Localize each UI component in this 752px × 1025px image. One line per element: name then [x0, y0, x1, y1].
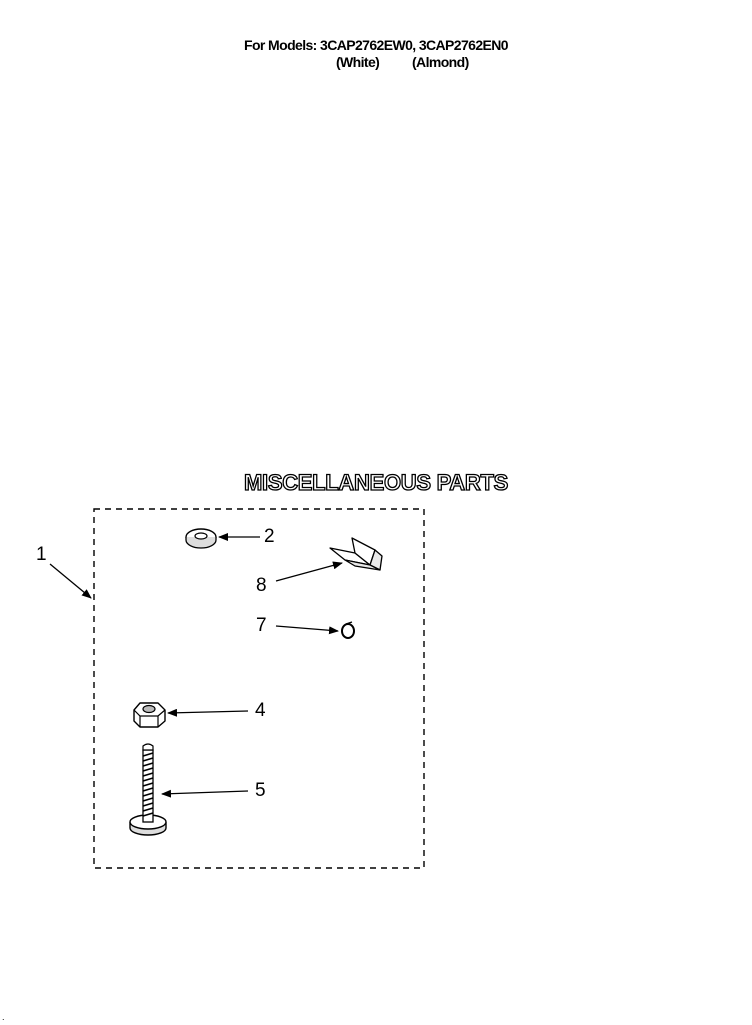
callout-8: 8	[256, 575, 267, 596]
callout-7: 7	[256, 615, 267, 636]
washer-part	[185, 528, 217, 549]
callout-2: 2	[264, 526, 275, 547]
leader-item-8	[275, 561, 343, 582]
kit-boundary	[93, 508, 425, 869]
corner-mark: .	[2, 1012, 5, 1022]
section-title: MISCELLANEOUS PARTS	[243, 469, 509, 495]
models-line: For Models: 3CAP2762EW0, 3CAP2762EN0	[244, 37, 509, 53]
color-almond-label: (Almond)	[412, 54, 469, 70]
leader-item-7	[275, 625, 339, 635]
callout-1: 1	[36, 544, 47, 565]
callout-5: 5	[255, 780, 266, 801]
callout-4: 4	[255, 700, 266, 721]
retaining-ring-part	[341, 621, 355, 639]
leveling-screw-part	[129, 743, 167, 836]
leader-item-1	[49, 563, 92, 599]
leader-item-4	[167, 708, 249, 717]
leader-item-5	[161, 789, 249, 798]
bracket-clip-part	[329, 537, 383, 571]
hex-nut-part	[133, 702, 166, 728]
color-white-label: (White)	[336, 54, 380, 70]
